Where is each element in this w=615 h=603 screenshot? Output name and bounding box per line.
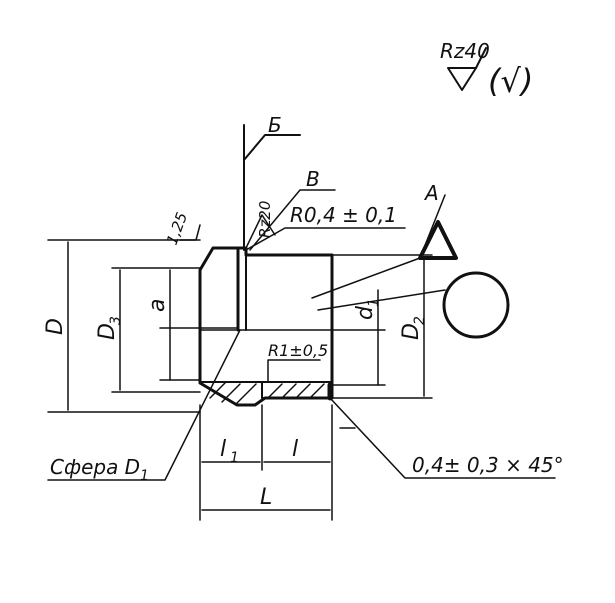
label-d1-sub: 1 xyxy=(366,298,382,307)
roughness-other: (√) xyxy=(488,62,533,100)
label-rz20: Rz20 xyxy=(256,201,274,238)
label-l: l xyxy=(292,437,298,462)
label-sphere: Сфера D xyxy=(50,455,140,479)
label-d1: d 1 xyxy=(353,298,382,320)
label-D3: D 3 xyxy=(95,316,124,340)
roughness-main: Rz40 xyxy=(440,39,490,63)
leader-sphere xyxy=(47,329,241,481)
label-D3-sub: 3 xyxy=(108,316,124,325)
label-view-v: В xyxy=(306,167,320,191)
leader-125 xyxy=(179,224,201,241)
label-chamfer: 0,4± 0,3 × 45° xyxy=(412,453,564,477)
label-D2-main: D xyxy=(399,323,424,340)
label-D2-sub: 2 xyxy=(412,316,428,325)
leader-r04 xyxy=(245,227,406,251)
leader-r1 xyxy=(267,359,321,383)
roundness-circle-icon xyxy=(442,271,510,339)
label-d1-main: d xyxy=(353,305,378,320)
leader-v xyxy=(249,189,336,251)
label-D3-main: D xyxy=(95,323,120,340)
label-sphere-sub: 1 xyxy=(140,468,149,484)
label-l1-sub: 1 xyxy=(230,450,239,466)
label-l1: l xyxy=(220,437,226,462)
label-r04: R0,4 ± 0,1 xyxy=(290,203,397,227)
section-b-leader xyxy=(243,134,301,161)
roughness-tick-icon xyxy=(475,47,487,69)
label-r1: R1±0,5 xyxy=(268,341,328,360)
label-a: a xyxy=(145,299,170,312)
label-125: 1,25 xyxy=(163,210,191,248)
flatness-triangle-icon xyxy=(418,220,458,260)
label-surface-a: A xyxy=(423,181,439,205)
roughness-triangle-icon xyxy=(447,67,477,91)
leader-circle xyxy=(317,289,446,311)
leader-rz20 xyxy=(245,214,276,249)
section-hatch xyxy=(209,382,325,405)
label-D: D xyxy=(43,318,68,335)
label-section-b: Б xyxy=(268,113,282,137)
label-L: L xyxy=(260,485,272,510)
leader-chamfer xyxy=(329,397,556,479)
label-D2: D 2 xyxy=(399,316,428,340)
